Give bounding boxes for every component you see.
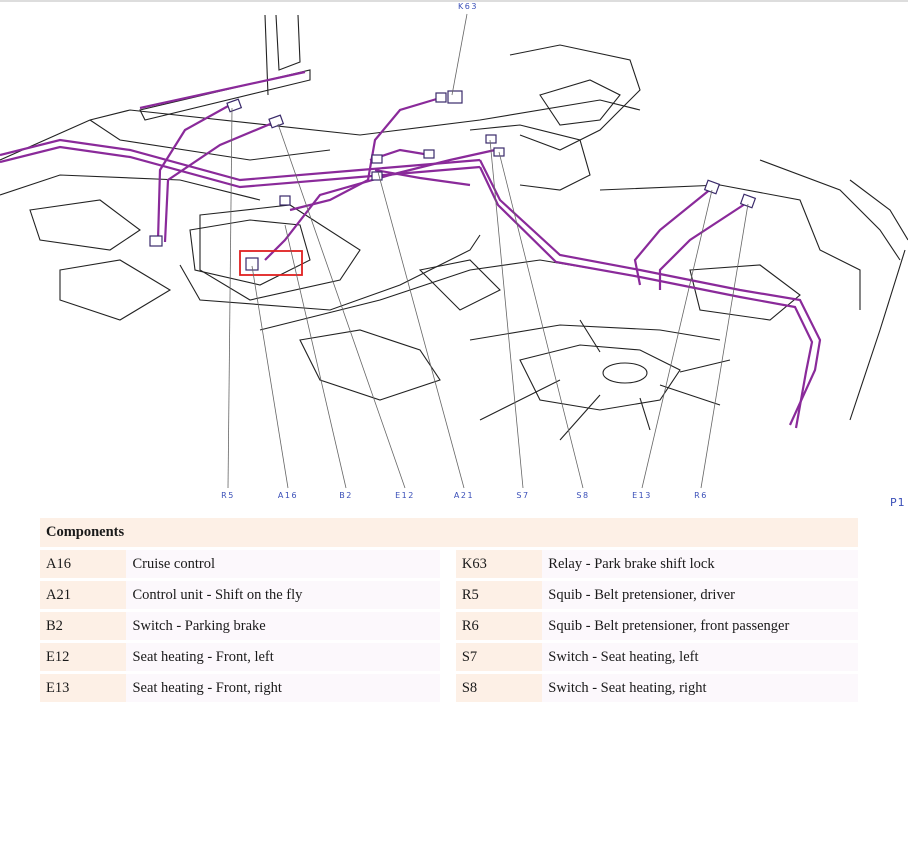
callout-s7: S7 — [516, 491, 529, 500]
callout-b2: B2 — [339, 491, 353, 500]
callout-a21: A21 — [454, 491, 474, 500]
callout-k63: K63 — [458, 2, 478, 11]
component-code: R6 — [455, 612, 543, 640]
callout-e13: E13 — [632, 491, 652, 500]
component-description: Switch - Seat heating, left — [542, 643, 858, 671]
component-description: Cruise control — [126, 550, 441, 578]
components-heading: Components — [40, 518, 858, 547]
component-code: A21 — [40, 581, 127, 609]
callout-a16: A16 — [278, 491, 298, 500]
component-code: R5 — [455, 581, 543, 609]
component-description: Relay - Park brake shift lock — [542, 550, 858, 578]
table-row: A16 Cruise control K63 Relay - Park brak… — [40, 550, 858, 578]
connectors — [149, 90, 757, 271]
page-reference: P1 — [890, 496, 906, 509]
callout-r6: R6 — [694, 491, 708, 500]
table-row: B2 Switch - Parking brake R6 Squib - Bel… — [40, 612, 858, 640]
callout-r5: R5 — [221, 491, 235, 500]
wiring-harness — [0, 70, 822, 429]
component-code: A16 — [40, 550, 127, 578]
components-legend: Components A16 Cruise control K63 Relay … — [40, 515, 858, 705]
component-code: K63 — [455, 550, 543, 578]
callout-e12: E12 — [395, 491, 415, 500]
component-description: Switch - Seat heating, right — [542, 674, 858, 702]
component-code: B2 — [40, 612, 127, 640]
component-code: S7 — [455, 643, 543, 671]
component-description: Squib - Belt pretensioner, front passeng… — [542, 612, 858, 640]
component-code: E13 — [40, 674, 127, 702]
wiring-diagram: K63 R5 A16 B2 E12 A21 S7 S8 E13 R6 P1 — [0, 0, 908, 509]
leader-lines — [227, 13, 749, 489]
component-description: Seat heating - Front, left — [126, 643, 441, 671]
components-table: Components A16 Cruise control K63 Relay … — [40, 515, 858, 705]
component-description: Seat heating - Front, right — [126, 674, 441, 702]
component-description: Switch - Parking brake — [126, 612, 441, 640]
table-row: E12 Seat heating - Front, left S7 Switch… — [40, 643, 858, 671]
table-row: A21 Control unit - Shift on the fly R5 S… — [40, 581, 858, 609]
callout-s8: S8 — [576, 491, 589, 500]
highlight-box — [239, 250, 303, 276]
component-code: S8 — [455, 674, 543, 702]
vehicle-floor-outline — [0, 14, 908, 441]
component-code: E12 — [40, 643, 127, 671]
table-row: E13 Seat heating - Front, right S8 Switc… — [40, 674, 858, 702]
component-description: Squib - Belt pretensioner, driver — [542, 581, 858, 609]
component-description: Control unit - Shift on the fly — [126, 581, 441, 609]
